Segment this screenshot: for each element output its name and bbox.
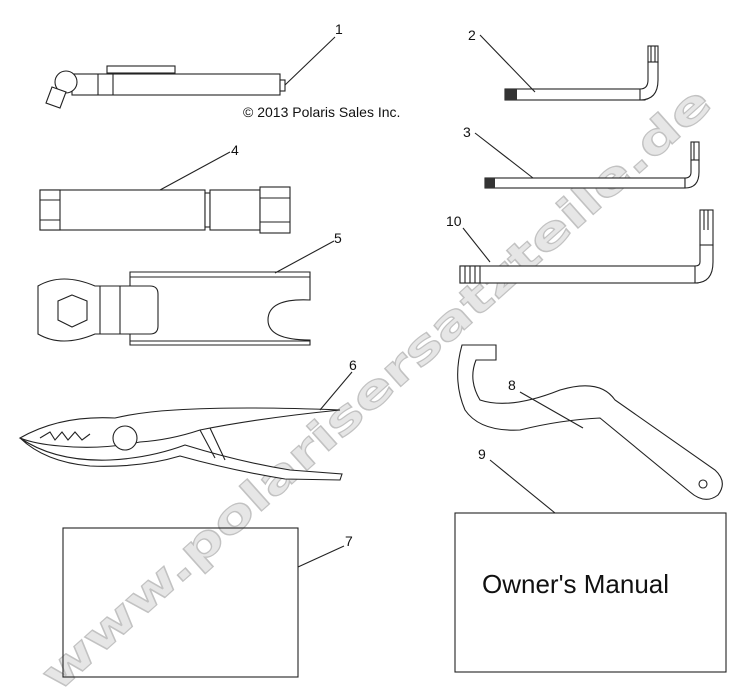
leader-3 <box>474 132 534 179</box>
leader-7 <box>297 545 345 568</box>
leader-5 <box>274 240 335 274</box>
part-7-document <box>62 527 299 678</box>
part-9-owners-manual: Owner's Manual <box>454 512 727 673</box>
callout-6: 6 <box>349 357 357 373</box>
leader-2 <box>479 34 536 93</box>
callout-10: 10 <box>446 213 462 229</box>
part-4-socket-tool <box>39 186 291 234</box>
callout-8: 8 <box>508 377 516 393</box>
leader-8 <box>519 391 584 429</box>
part-2-hex-key <box>504 45 659 101</box>
callout-9: 9 <box>478 446 486 462</box>
callout-3: 3 <box>463 124 471 140</box>
leader-1 <box>284 36 336 86</box>
leader-10 <box>462 227 491 263</box>
part-10-hex-key <box>459 209 714 284</box>
part-6-pliers <box>18 407 343 481</box>
leader-4 <box>159 151 231 191</box>
part-8-hook-spanner <box>457 344 723 500</box>
copyright-text: © 2013 Polaris Sales Inc. <box>243 104 400 120</box>
callout-5: 5 <box>334 230 342 246</box>
part-5-spanner <box>37 271 311 346</box>
callout-2: 2 <box>468 27 476 43</box>
part-1-tool <box>45 65 286 109</box>
leader-9 <box>489 459 556 514</box>
owners-manual-title: Owner's Manual <box>482 569 669 599</box>
part-3-hex-key <box>484 141 700 189</box>
callout-1: 1 <box>335 21 343 37</box>
callout-7: 7 <box>345 533 353 549</box>
callout-4: 4 <box>231 142 239 158</box>
leader-6 <box>319 371 353 411</box>
